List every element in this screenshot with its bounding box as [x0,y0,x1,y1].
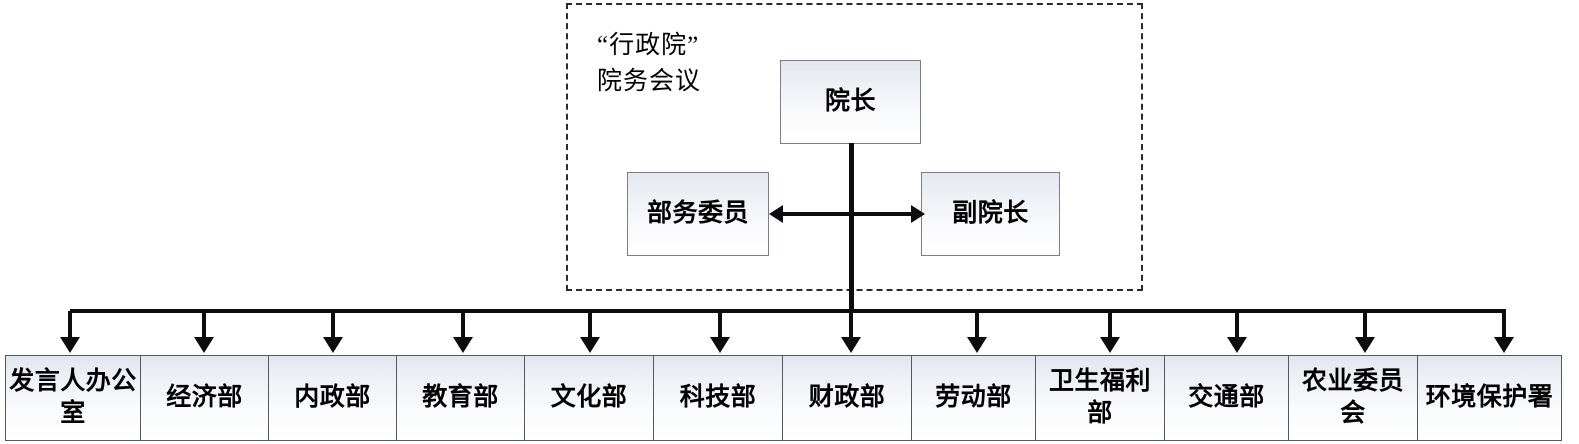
department-box[interactable]: 交通部 [1164,355,1289,441]
department-box[interactable]: 劳动部 [911,355,1036,441]
node-member[interactable]: 部务委员 [627,172,769,256]
department-box[interactable]: 农业委员会 [1288,355,1418,441]
council-group-label: “行政院” 院务会议 [597,32,702,95]
peer-connector-line [778,212,914,216]
department-box[interactable]: 文化部 [524,355,654,441]
department-box[interactable]: 环境保护署 [1417,355,1562,441]
node-deputy[interactable]: 副院长 [921,172,1060,256]
department-box[interactable]: 财政部 [782,355,912,441]
department-box[interactable]: 发言人办公室 [5,355,141,441]
department-box[interactable]: 科技部 [653,355,783,441]
department-box[interactable]: 教育部 [396,355,525,441]
node-head[interactable]: 院长 [780,60,921,144]
peer-arrow-left-head-icon [769,205,783,223]
department-box[interactable]: 内政部 [268,355,397,441]
department-box[interactable]: 经济部 [140,355,269,441]
council-group-region [566,3,1143,291]
horizontal-bus-line [70,309,1506,313]
vertical-spine-line [849,143,854,312]
peer-arrow-right-head-icon [911,205,925,223]
department-row: 发言人办公室经济部内政部教育部文化部科技部财政部劳动部卫生福利部交通部农业委员会… [5,355,1562,441]
department-box[interactable]: 卫生福利部 [1035,355,1165,441]
